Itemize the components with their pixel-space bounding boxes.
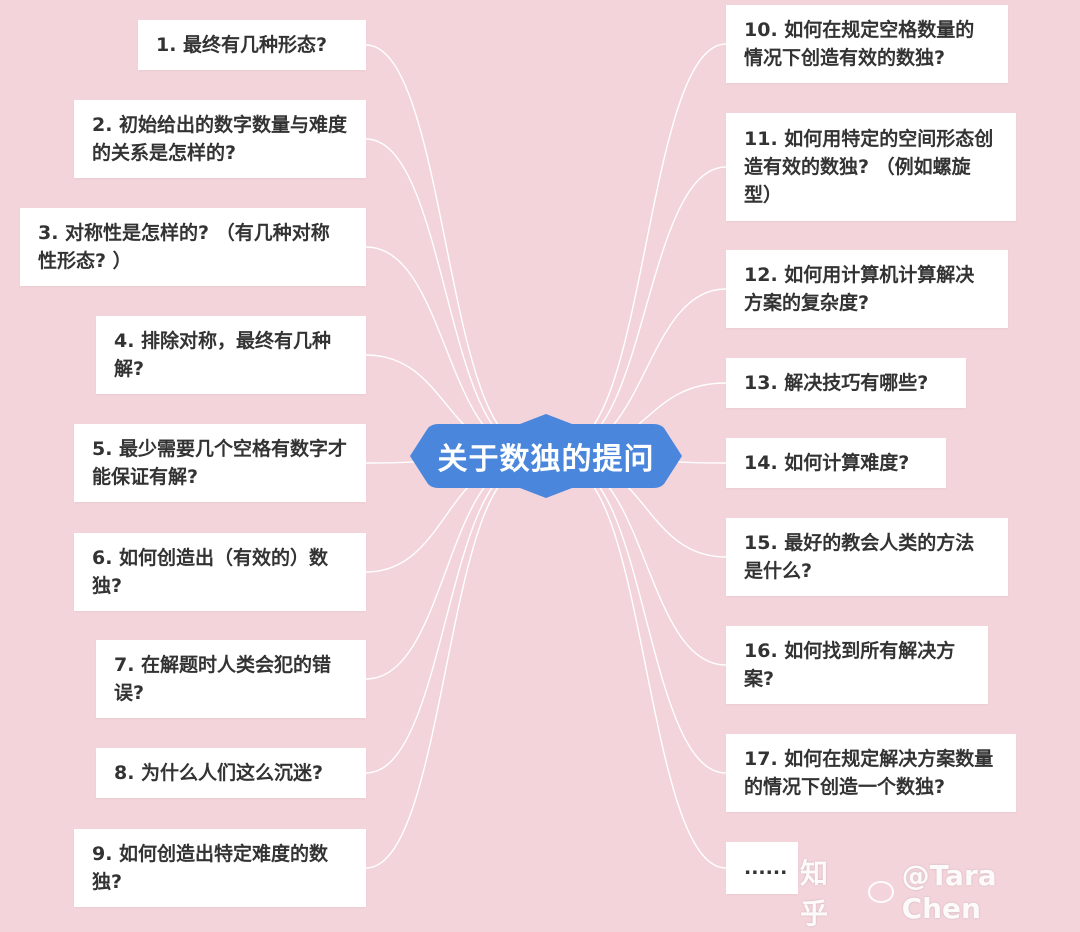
topic-node-label: 10. 如何在规定空格数量的情况下创造有效的数独? — [744, 19, 975, 69]
topic-node-right-9[interactable]: ...... — [726, 842, 798, 894]
connector-right-9 — [565, 467, 727, 869]
topic-node-left-1[interactable]: 1. 最终有几种形态? — [138, 20, 366, 70]
topic-node-right-5[interactable]: 14. 如何计算难度? — [726, 438, 946, 488]
topic-node-left-6[interactable]: 6. 如何创造出（有效的）数独? — [74, 533, 366, 611]
topic-node-label: ...... — [744, 857, 788, 879]
topic-node-left-9[interactable]: 9. 如何创造出特定难度的数独? — [74, 829, 366, 907]
topic-node-label: 7. 在解题时人类会犯的错误? — [114, 654, 332, 704]
connector-left-8 — [365, 464, 527, 774]
central-topic-shape — [410, 414, 682, 498]
watermark: 知乎 @Tara Chen — [800, 852, 1080, 932]
topic-node-right-4[interactable]: 13. 解决技巧有哪些? — [726, 358, 966, 408]
connector-right-2 — [565, 166, 727, 448]
topic-node-label: 13. 解决技巧有哪些? — [744, 372, 929, 394]
topic-node-label: 8. 为什么人们这么沉迷? — [114, 762, 324, 784]
topic-node-label: 4. 排除对称，最终有几种解? — [114, 330, 332, 380]
topic-node-label: 6. 如何创造出（有效的）数独? — [92, 547, 329, 597]
topic-node-left-5[interactable]: 5. 最少需要几个空格有数字才能保证有解? — [74, 424, 366, 502]
topic-node-left-4[interactable]: 4. 排除对称，最终有几种解? — [96, 316, 366, 394]
connector-right-1 — [565, 43, 727, 445]
topic-node-label: 12. 如何用计算机计算解决方案的复杂度? — [744, 264, 975, 314]
topic-node-right-8[interactable]: 17. 如何在规定解决方案数量的情况下创造一个数独? — [726, 734, 1016, 812]
watermark-author: @Tara Chen — [901, 859, 997, 925]
topic-node-left-3[interactable]: 3. 对称性是怎样的? （有几种对称性形态? ） — [20, 208, 366, 286]
topic-node-left-7[interactable]: 7. 在解题时人类会犯的错误? — [96, 640, 366, 718]
topic-node-left-8[interactable]: 8. 为什么人们这么沉迷? — [96, 748, 366, 798]
connector-left-2 — [365, 138, 527, 448]
topic-node-right-2[interactable]: 11. 如何用特定的空间形态创造有效的数独? （例如螺旋型） — [726, 113, 1016, 221]
watermark-site: 知乎 — [800, 857, 829, 930]
connector-left-9 — [365, 467, 527, 869]
central-topic-label: 关于数独的提问 — [437, 442, 655, 477]
topic-node-label: 3. 对称性是怎样的? （有几种对称性形态? ） — [38, 222, 330, 272]
topic-node-label: 17. 如何在规定解决方案数量的情况下创造一个数独? — [744, 748, 994, 798]
topic-node-label: 14. 如何计算难度? — [744, 452, 910, 474]
topic-node-label: 11. 如何用特定的空间形态创造有效的数独? （例如螺旋型） — [744, 128, 994, 206]
topic-node-label: 1. 最终有几种形态? — [156, 34, 328, 56]
topic-node-right-3[interactable]: 12. 如何用计算机计算解决方案的复杂度? — [726, 250, 1008, 328]
topic-node-left-2[interactable]: 2. 初始给出的数字数量与难度的关系是怎样的? — [74, 100, 366, 178]
topic-node-label: 9. 如何创造出特定难度的数独? — [92, 843, 329, 893]
connector-right-8 — [565, 464, 727, 774]
topic-node-label: 2. 初始给出的数字数量与难度的关系是怎样的? — [92, 114, 348, 164]
wechat-icon — [868, 881, 894, 903]
topic-node-label: 5. 最少需要几个空格有数字才能保证有解? — [92, 438, 348, 488]
topic-node-label: 15. 最好的教会人类的方法是什么? — [744, 532, 975, 582]
topic-node-label: 16. 如何找到所有解决方案? — [744, 640, 956, 690]
connector-left-1 — [365, 44, 527, 445]
central-topic-node[interactable]: 关于数独的提问 — [410, 412, 682, 500]
topic-node-right-7[interactable]: 16. 如何找到所有解决方案? — [726, 626, 988, 704]
topic-node-right-1[interactable]: 10. 如何在规定空格数量的情况下创造有效的数独? — [726, 5, 1008, 83]
topic-node-right-6[interactable]: 15. 最好的教会人类的方法是什么? — [726, 518, 1008, 596]
